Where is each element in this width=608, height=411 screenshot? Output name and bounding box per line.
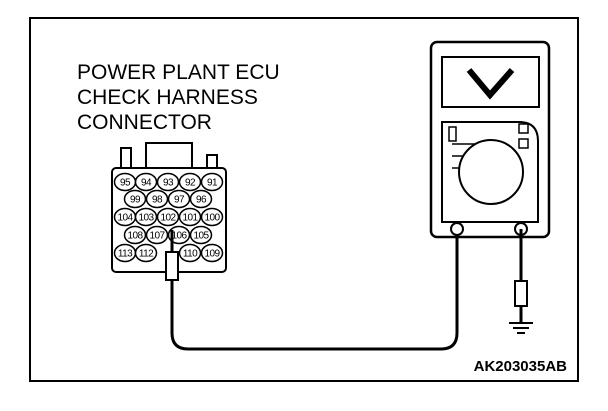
connector-pin-101: 101 [178, 207, 202, 227]
connector-pin-label: 102 [161, 213, 177, 224]
connector-pin-label: 110 [183, 249, 198, 260]
connector-latch-left [120, 147, 132, 171]
connector-pin-92: 92 [178, 172, 202, 192]
connector-pin-label: 99 [130, 195, 141, 206]
connector-pin-99: 99 [123, 189, 147, 209]
voltmeter-button-right-bottom [518, 138, 529, 149]
connector-pin-label: 98 [152, 195, 163, 206]
connector-pin-label: 96 [196, 195, 207, 206]
connector-pin-label: 97 [174, 195, 185, 206]
connector-pin-outline [178, 172, 202, 192]
test-probe [165, 230, 179, 281]
connector-pin-label: 107 [150, 231, 166, 242]
connector-pin-label: 92 [185, 178, 196, 189]
connector-pin-outline [189, 189, 213, 209]
connector-pin-outline [156, 207, 180, 227]
connector-pin-100: 100 [200, 207, 224, 227]
connector-pin-91: 91 [200, 172, 224, 192]
connector-pin-outline [189, 225, 213, 245]
connector-pin-label: 109 [205, 249, 221, 260]
connector-pin-label: 106 [172, 231, 188, 242]
voltmeter-button-right-top [518, 123, 529, 134]
connector-pin-outline [123, 189, 147, 209]
connector-pin-outline [178, 243, 202, 263]
figure-frame [29, 17, 579, 382]
connector-pin-outline [145, 225, 169, 245]
connector-pin-label: 112 [139, 249, 154, 260]
terminal-positive [450, 222, 464, 236]
connector-pin-outline [200, 172, 224, 192]
connector-title-line-2: CHECK HARNESS [77, 86, 258, 109]
connector-pin-outline [200, 243, 224, 263]
connector-pin-label: 94 [141, 178, 152, 189]
connector-pin-112: 112 [134, 243, 158, 263]
connector-latch-center [145, 142, 193, 171]
connector-pin-105: 105 [189, 225, 213, 245]
voltage-mode-icon [466, 68, 515, 100]
connector-pin-outline [134, 207, 158, 227]
ground-probe [514, 280, 528, 307]
connector-pin-label: 108 [128, 231, 144, 242]
figure-code: AK203035AB [474, 358, 568, 375]
connector-pin-102: 102 [156, 207, 180, 227]
connector-pin-106: 106 [167, 225, 191, 245]
connector-title: POWER PLANT ECU CHECK HARNESS CONNECTOR [77, 61, 280, 134]
connector-pin-outline [134, 243, 158, 263]
connector-pin-98: 98 [145, 189, 169, 209]
connector-pin-outline [145, 189, 169, 209]
connector-pin-label: 101 [183, 213, 199, 224]
connector-pin-96: 96 [189, 189, 213, 209]
connector-pin-outline [134, 172, 158, 192]
rotary-selector-dial [458, 139, 524, 205]
connector-pin-label: 104 [118, 213, 134, 224]
connector-pin-outline [156, 172, 180, 192]
connector-pin-95: 95 [113, 172, 137, 192]
connector-pin-110: 110 [178, 243, 202, 263]
connector-pin-label: 113 [118, 249, 133, 260]
probe-lead-wire [170, 229, 459, 351]
voltmeter-display [441, 56, 540, 108]
connector-pin-outline [167, 225, 191, 245]
connector-pin-outline [167, 189, 191, 209]
connector-pin-103: 103 [134, 207, 158, 227]
connector-pin-outline [178, 207, 202, 227]
connector-title-line-1: POWER PLANT ECU [77, 61, 280, 84]
connector-pin-outline [200, 207, 224, 227]
connector-pin-label: 100 [205, 213, 221, 224]
connector-pins: 95 94 93 92 91 99 98 97 96 104 103 102 101 100 108 107 1… [113, 172, 224, 263]
connector-pin-93: 93 [156, 172, 180, 192]
connector-pin-outline [123, 225, 147, 245]
connector-pin-97: 97 [167, 189, 191, 209]
connector-pin-label: 93 [163, 178, 174, 189]
connector-title-line-3: CONNECTOR [77, 111, 212, 134]
connector-pin-label: 95 [120, 178, 131, 189]
voltmeter-button-left [448, 126, 457, 142]
connector-pin-label: 103 [139, 213, 155, 224]
ground-lead [514, 229, 528, 322]
voltmeter [429, 40, 551, 239]
connector-pin-94: 94 [134, 172, 158, 192]
connector-pin-label: 91 [207, 178, 218, 189]
connector-pin-label: 105 [194, 231, 210, 242]
ground-symbol-icon [509, 322, 533, 334]
connector-pin-108: 108 [123, 225, 147, 245]
connector-pin-107: 107 [145, 225, 169, 245]
connector-pin-109: 109 [200, 243, 224, 263]
connector-pin-104: 104 [113, 207, 137, 227]
connector-pin-113: 113 [113, 243, 137, 263]
